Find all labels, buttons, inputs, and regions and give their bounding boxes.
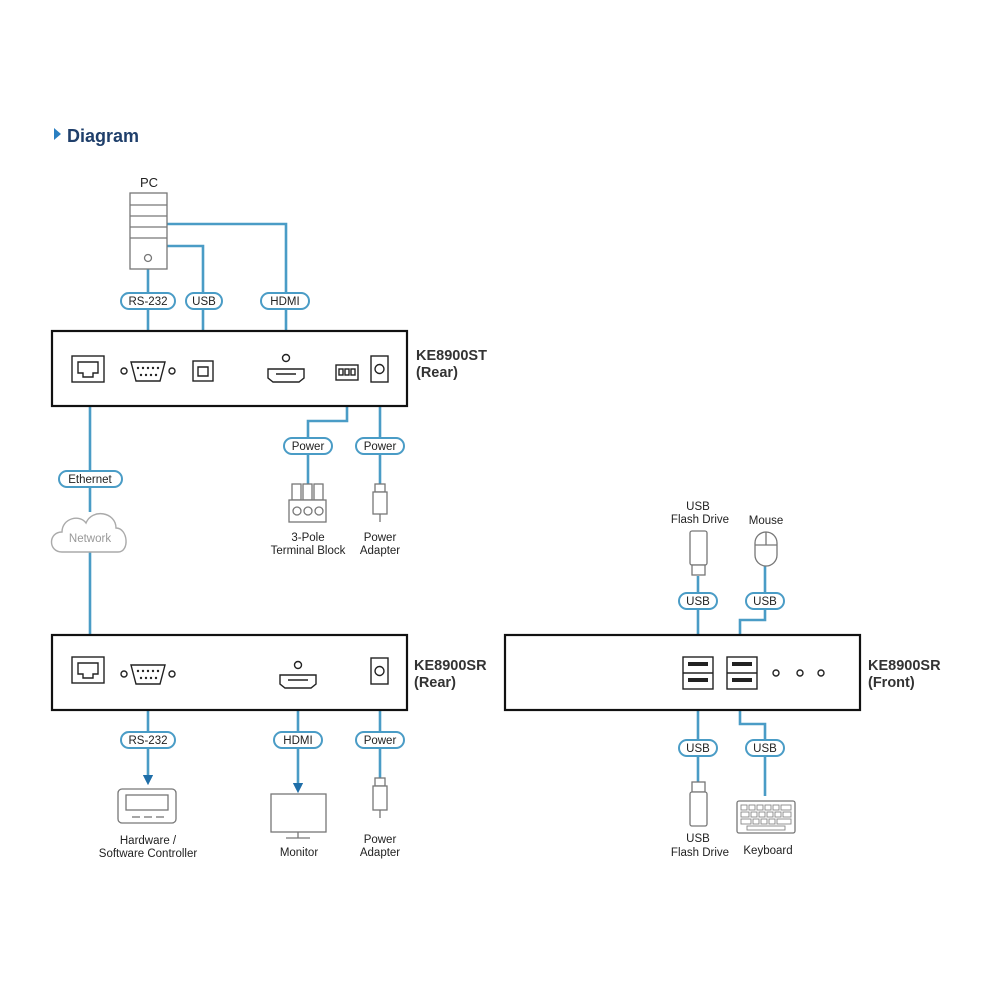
rj45-port-icon xyxy=(71,656,105,684)
svg-text:USB: USB xyxy=(753,743,777,755)
usb-flash-drive-bottom-label-1: USB xyxy=(686,833,710,845)
svg-text:USB: USB xyxy=(686,743,710,755)
svg-text:RS-232: RS-232 xyxy=(129,735,168,747)
power-adapter-label-2: Adapter xyxy=(360,545,400,557)
ke8900sr-front-unit xyxy=(503,633,862,712)
hdmi-port-icon xyxy=(267,353,305,383)
power-adapter-label-1: Power xyxy=(364,532,397,544)
power-adapter-plug-icon xyxy=(372,483,388,522)
network-cloud-icon xyxy=(50,513,127,553)
svg-text:USB: USB xyxy=(686,596,710,608)
svg-text:USB: USB xyxy=(192,296,216,308)
usb-flash-drive-top-label-1: USB xyxy=(686,501,710,513)
cable-label-usb-flash-top: USB xyxy=(678,592,718,610)
svg-text:Power: Power xyxy=(292,441,325,453)
cable-label-hdmi-st: HDMI xyxy=(260,292,310,310)
led-indicator-icon xyxy=(796,669,804,677)
dc-power-jack-icon xyxy=(370,657,389,685)
ke8900sr-front-sub: (Front) xyxy=(868,675,915,691)
svg-text:HDMI: HDMI xyxy=(283,735,312,747)
pc-label: PC xyxy=(140,175,158,190)
mouse-label: Mouse xyxy=(749,515,784,527)
cable-label-power-sr: Power xyxy=(355,731,405,749)
ke8900sr-rear-unit xyxy=(50,633,409,712)
hdmi-port-icon xyxy=(279,660,317,689)
network-label: Network xyxy=(69,533,111,545)
keyboard-icon xyxy=(736,800,796,834)
cable-label-usb-mouse: USB xyxy=(745,592,785,610)
db9-port-icon xyxy=(120,361,176,382)
svg-text:Power: Power xyxy=(364,735,397,747)
cable-label-rs232-st: RS-232 xyxy=(120,292,176,310)
terminal-block-icon xyxy=(288,483,327,523)
svg-text:USB: USB xyxy=(753,596,777,608)
terminal-block-label-2: Terminal Block xyxy=(271,545,346,557)
ke8900sr-rear-name: KE8900SR xyxy=(414,658,487,674)
controller-icon xyxy=(117,788,177,824)
svg-text:RS-232: RS-232 xyxy=(129,296,168,308)
cable-label-power-terminal: Power xyxy=(283,437,333,455)
monitor-icon xyxy=(270,793,327,839)
page-title: Diagram xyxy=(67,126,139,146)
svg-text:Power: Power xyxy=(364,441,397,453)
mouse-icon xyxy=(754,531,778,567)
ke8900st-name: KE8900ST xyxy=(416,348,487,364)
rj45-port-icon xyxy=(71,355,105,383)
controller-label-2: Software Controller xyxy=(99,848,198,860)
led-indicator-icon xyxy=(772,669,780,677)
ke8900sr-rear-sub: (Rear) xyxy=(414,675,456,691)
led-indicator-icon xyxy=(817,669,825,677)
svg-text:HDMI: HDMI xyxy=(270,296,299,308)
keyboard-label: Keyboard xyxy=(743,845,792,857)
usb-a-port-pair-icon xyxy=(682,656,714,690)
power-adapter-label-2: Adapter xyxy=(360,847,400,859)
terminal-block-label-1: 3-Pole xyxy=(291,532,324,544)
cable-label-usb-flash-bottom: USB xyxy=(678,739,718,757)
monitor-label: Monitor xyxy=(280,847,319,859)
cable-label-usb-st: USB xyxy=(185,292,223,310)
cable-labels: RS-232 USB HDMI Power Power Ethernet RS-… xyxy=(58,292,785,757)
cable-label-ethernet: Ethernet xyxy=(58,470,123,488)
cable-label-hdmi-sr: HDMI xyxy=(273,731,323,749)
power-adapter-label-1: Power xyxy=(364,834,397,846)
usb-flash-drive-top-label-2: Flash Drive xyxy=(671,514,729,526)
db9-port-icon xyxy=(120,664,176,685)
usb-b-port-icon xyxy=(192,360,214,382)
usb-a-port-pair-icon xyxy=(726,656,758,690)
svg-text:Ethernet: Ethernet xyxy=(68,474,112,486)
terminal-block-port-icon xyxy=(335,364,359,381)
dc-power-jack-icon xyxy=(370,355,389,383)
power-adapter-plug-icon xyxy=(372,777,388,818)
cable-label-power-st: Power xyxy=(355,437,405,455)
ke8900sr-front-name: KE8900SR xyxy=(868,658,941,674)
usb-flash-drive-icon xyxy=(689,781,708,827)
ke8900st-sub: (Rear) xyxy=(416,365,458,381)
cable-label-rs232-sr: RS-232 xyxy=(120,731,176,749)
controller-label-1: Hardware / xyxy=(120,835,177,847)
usb-flash-drive-bottom-label-2: Flash Drive xyxy=(671,847,729,859)
cable-label-usb-keyboard: USB xyxy=(745,739,785,757)
pc-icon xyxy=(129,192,168,270)
title-bullet-icon xyxy=(54,128,61,140)
usb-flash-drive-icon xyxy=(689,530,708,576)
